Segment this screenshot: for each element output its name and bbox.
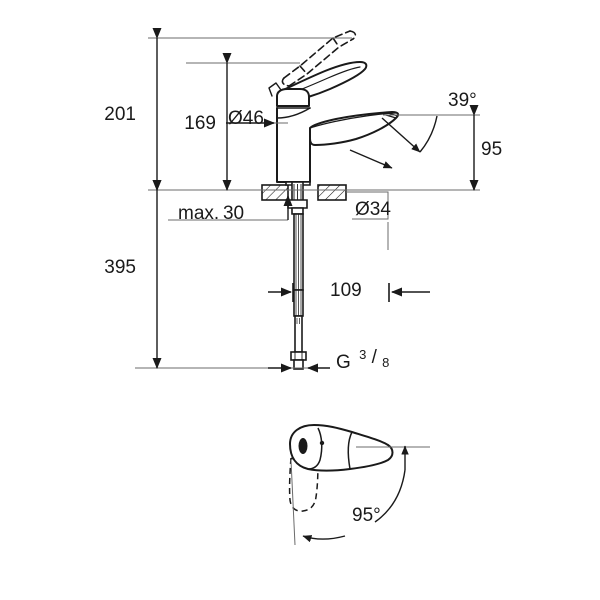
extension-lines	[135, 37, 480, 369]
thread-numerator: 3	[359, 347, 366, 362]
countertop-mounting-assembly	[261, 181, 347, 215]
dimension-base-diameter: Ø34	[346, 191, 391, 250]
lever-plan-solid	[289, 424, 430, 472]
dimension-spout-reach: 95	[469, 105, 502, 191]
dimension-swivel-angle: 95°	[302, 445, 409, 543]
faucet-elevation-geometry	[268, 30, 400, 183]
dimension-label-diameter-34: Ø34	[355, 199, 391, 220]
thread-letter: G	[336, 352, 351, 373]
dimension-label-diameter-46: Ø46	[228, 108, 264, 129]
dimension-label-angle-95: 95°	[352, 505, 381, 526]
dimension-body-diameter: Ø46	[226, 108, 275, 129]
dimension-height-spout: 169	[184, 53, 232, 191]
dimension-counter-thickness: max. 30	[178, 195, 293, 224]
cartridge-housing	[268, 82, 310, 107]
dimension-label-201: 201	[104, 104, 136, 125]
dimension-label-thread-g: G 3 / 8	[336, 345, 389, 373]
flexible-connection-hose	[290, 213, 307, 370]
faucet-body-and-spout	[276, 107, 400, 183]
thread-denominator: 8	[382, 355, 389, 370]
dimension-label-angle-39: 39°	[448, 90, 477, 111]
fixing-nut	[287, 199, 308, 209]
dimension-label-109: 109	[330, 280, 362, 301]
lever-handle-plan-view	[288, 424, 430, 546]
dimension-label-max-30: max. 30	[178, 203, 244, 224]
countertop-section-left	[261, 184, 289, 201]
spout-leader-line	[349, 149, 393, 169]
dimension-label-395: 395	[104, 257, 136, 278]
dimension-hose-length: 395	[104, 180, 162, 369]
dimension-label-95: 95	[481, 139, 502, 160]
lever-handle-raised-dashed	[281, 30, 357, 87]
dimension-height-total: 201	[104, 28, 162, 191]
dimension-spout-angle: 39°	[381, 90, 477, 153]
dimension-label-169: 169	[184, 113, 216, 134]
dimension-shank-length: 109	[268, 280, 430, 302]
dimension-thread-size: G 3 / 8	[268, 345, 389, 373]
washer	[291, 207, 304, 215]
countertop-section-right	[317, 184, 347, 201]
